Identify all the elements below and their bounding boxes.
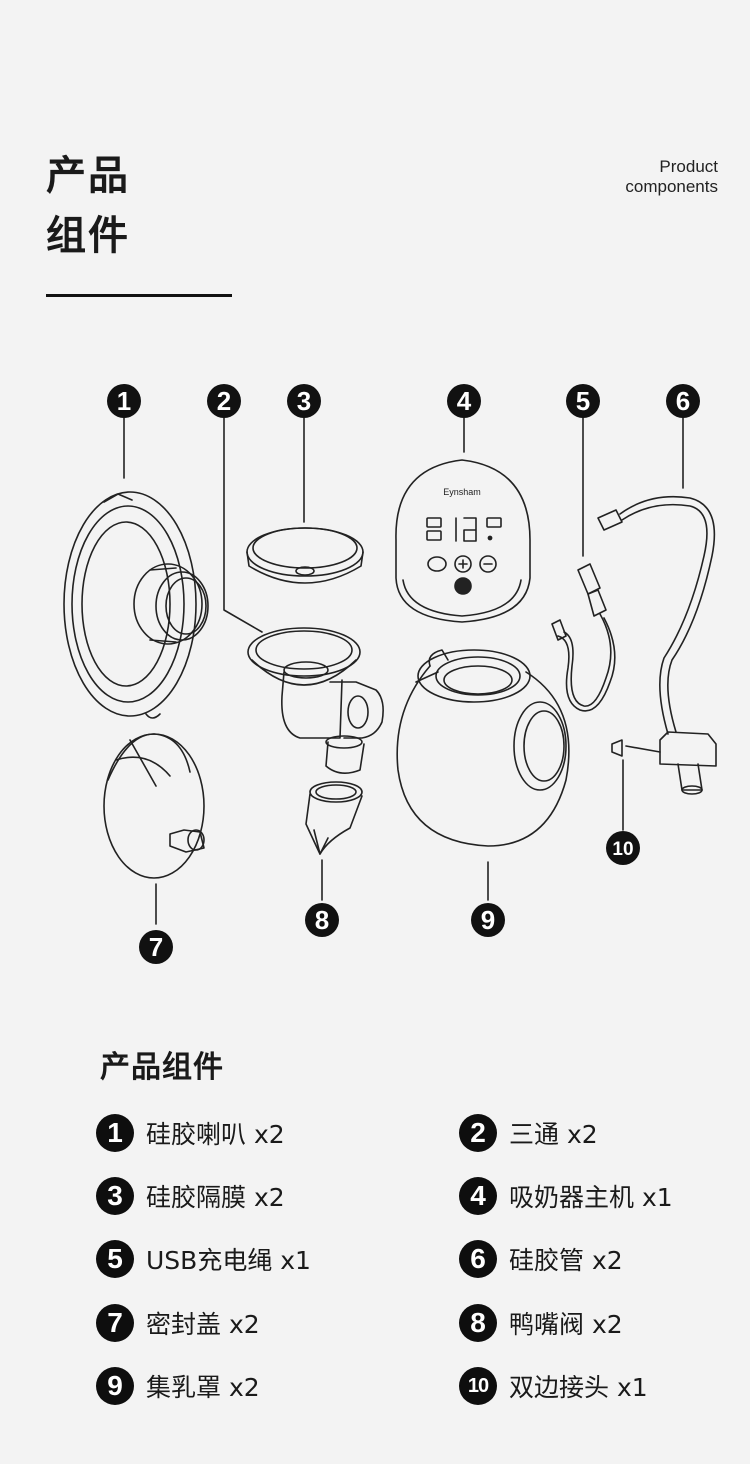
duckbill-valve-illustration [305, 781, 363, 855]
sealing-cap-illustration [103, 733, 205, 879]
milk-collection-cup-illustration [396, 649, 570, 847]
page-title-line1: 产品 [46, 153, 130, 199]
component-item-5: 5 USB充电绳 x1 [96, 1240, 311, 1278]
component-item-3: 3 硅胶隔膜 x2 [96, 1177, 285, 1215]
callout-8-label: 8 [315, 905, 329, 935]
item-label: USB充电绳 x1 [146, 1246, 311, 1275]
component-item-2: 2 三通 x2 [459, 1114, 598, 1152]
silicone-tube-illustration [597, 495, 717, 795]
callout-6-badge [666, 384, 700, 418]
components-heading: 产品组件 [100, 1050, 224, 1085]
component-item-1: 1 硅胶喇叭 x2 [96, 1114, 285, 1152]
page-subtitle: Product components [625, 157, 718, 197]
callout-1-badge [107, 384, 141, 418]
item-number-badge: 7 [96, 1304, 134, 1342]
callout-6-label: 6 [676, 386, 690, 416]
item-number-badge: 1 [96, 1114, 134, 1152]
pump-motor-unit-illustration [395, 459, 531, 623]
item-number-badge: 2 [459, 1114, 497, 1152]
silicone-diaphragm-illustration [246, 527, 364, 584]
component-item-6: 6 硅胶管 x2 [459, 1240, 623, 1278]
item-label: 吸奶器主机 x1 [509, 1183, 673, 1212]
callout-4-label: 4 [457, 386, 472, 416]
silicone-flange-illustration [63, 491, 209, 719]
callout-10-badge [606, 831, 640, 865]
component-item-7: 7 密封盖 x2 [96, 1304, 260, 1342]
item-label: 双边接头 x1 [509, 1373, 648, 1402]
item-label: 三通 x2 [509, 1120, 598, 1149]
item-label: 密封盖 x2 [146, 1310, 260, 1339]
usb-cable-illustration [551, 563, 616, 712]
item-number-badge: 4 [459, 1177, 497, 1215]
callout-2-label: 2 [217, 386, 231, 416]
item-label: 集乳罩 x2 [146, 1373, 260, 1402]
callout-3-badge [287, 384, 321, 418]
item-label: 鸭嘴阀 x2 [509, 1310, 623, 1339]
callout-5-badge [566, 384, 600, 418]
subtitle-line1: Product [659, 157, 718, 176]
component-item-10: 10 双边接头 x1 [459, 1367, 648, 1405]
callout-4-badge [447, 384, 481, 418]
title-underline [46, 294, 232, 297]
callout-10-label: 10 [612, 839, 633, 860]
callout-7-label: 7 [149, 932, 163, 962]
page-title-line2: 组件 [46, 213, 130, 259]
item-label: 硅胶隔膜 x2 [146, 1183, 285, 1212]
subtitle-line2: components [625, 177, 718, 196]
callout-5-label: 5 [576, 386, 590, 416]
callout-8-badge [305, 903, 339, 937]
component-item-8: 8 鸭嘴阀 x2 [459, 1304, 623, 1342]
callout-9-label: 9 [481, 905, 495, 935]
callout-1-label: 1 [117, 386, 131, 416]
item-label: 硅胶管 x2 [509, 1246, 623, 1275]
item-number-badge: 8 [459, 1304, 497, 1342]
item-number-badge: 6 [459, 1240, 497, 1278]
device-brand-text: Eynsham [443, 487, 481, 497]
item-number-badge: 10 [459, 1367, 497, 1405]
item-label: 硅胶喇叭 x2 [146, 1120, 285, 1149]
item-number-badge: 9 [96, 1367, 134, 1405]
callout-7-badge [139, 930, 173, 964]
three-way-connector-illustration [247, 627, 384, 774]
callout-9-badge [471, 903, 505, 937]
components-diagram: Eynsham [63, 384, 717, 964]
item-number-badge: 5 [96, 1240, 134, 1278]
component-item-4: 4 吸奶器主机 x1 [459, 1177, 673, 1215]
callout-3-label: 3 [297, 386, 311, 416]
item-number-badge: 3 [96, 1177, 134, 1215]
callout-2-badge [207, 384, 241, 418]
component-item-9: 9 集乳罩 x2 [96, 1367, 260, 1405]
